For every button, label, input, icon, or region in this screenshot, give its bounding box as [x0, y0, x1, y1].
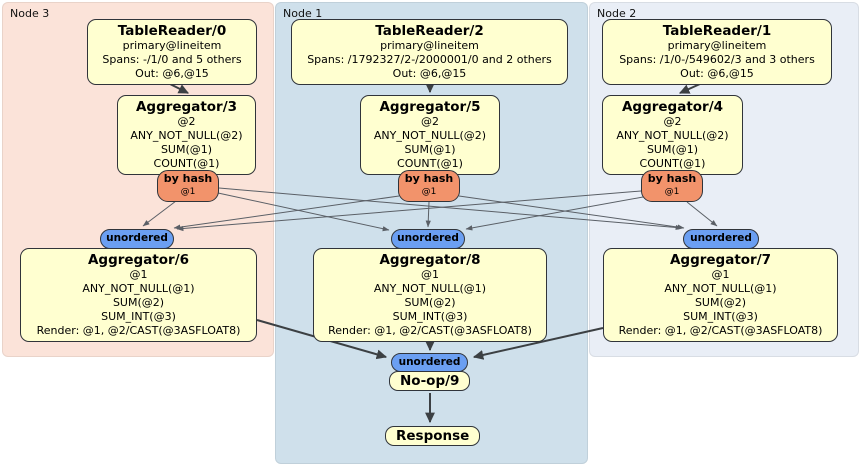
processor-detail: SUM_INT(@3): [392, 310, 468, 323]
processor-detail: ANY_NOT_NULL(@2): [130, 129, 243, 142]
processor-tablereader-0: TableReader/0 primary@lineitem Spans: -/…: [87, 19, 257, 85]
router-by-hash-3: by hash @1: [157, 170, 219, 202]
router-label: by hash: [647, 172, 697, 185]
region-label-node-2: Node 2: [597, 7, 637, 20]
processor-detail: @1: [421, 268, 439, 281]
processor-title: Response: [396, 428, 470, 444]
processor-detail: primary@lineitem: [122, 39, 222, 52]
processor-detail: COUNT(@1): [153, 157, 220, 170]
processor-detail: primary@lineitem: [380, 39, 479, 52]
router-hash-key: @1: [664, 187, 680, 197]
response-node: Response: [385, 426, 481, 446]
sync-unordered-7: unordered: [683, 229, 759, 249]
processor-title: Aggregator/3: [135, 99, 238, 115]
processor-aggregator-5: Aggregator/5 @2 ANY_NOT_NULL(@2) SUM(@1)…: [360, 95, 500, 175]
processor-title: Aggregator/6: [87, 252, 190, 268]
processor-aggregator-8: Aggregator/8 @1 ANY_NOT_NULL(@1) SUM(@2)…: [313, 248, 547, 342]
processor-title: Aggregator/7: [669, 252, 772, 268]
router-label: by hash: [163, 172, 213, 185]
processor-detail: ANY_NOT_NULL(@2): [373, 129, 487, 142]
processor-detail: SUM_INT(@3): [101, 310, 176, 323]
processor-detail: SUM(@2): [112, 296, 165, 309]
processor-title: Aggregator/5: [379, 99, 481, 115]
router-label: by hash: [404, 172, 454, 185]
processor-detail: Out: @6,@15: [680, 67, 754, 80]
processor-detail: SUM(@2): [694, 296, 747, 309]
processor-detail: Render: @1, @2/CAST(@3ASFLOAT8): [618, 324, 823, 337]
processor-detail: Out: @6,@15: [392, 67, 467, 80]
processor-detail: COUNT(@1): [397, 157, 463, 170]
processor-detail: ANY_NOT_NULL(@1): [664, 282, 777, 295]
router-by-hash-5: by hash @1: [398, 170, 460, 202]
processor-detail: SUM(@1): [646, 143, 699, 156]
processor-detail: @1: [711, 268, 730, 281]
router-hash-key: @1: [421, 187, 437, 197]
processor-detail: SUM_INT(@3): [683, 310, 758, 323]
processor-title: Aggregator/8: [379, 252, 481, 268]
processor-detail: SUM(@1): [404, 143, 456, 156]
processor-detail: ANY_NOT_NULL(@1): [373, 282, 487, 295]
region-label-node-3: Node 3: [10, 7, 50, 20]
processor-detail: @2: [177, 115, 196, 128]
processor-title: No-op/9: [400, 373, 460, 389]
processor-title: Aggregator/4: [621, 99, 724, 115]
processor-aggregator-7: Aggregator/7 @1 ANY_NOT_NULL(@1) SUM(@2)…: [603, 248, 838, 342]
processor-detail: Out: @6,@15: [135, 67, 209, 80]
router-hash-key: @1: [180, 187, 196, 197]
processor-detail: Render: @1, @2/CAST(@3ASFLOAT8): [328, 324, 532, 337]
processor-aggregator-4: Aggregator/4 @2 ANY_NOT_NULL(@2) SUM(@1)…: [602, 95, 743, 175]
processor-detail: Spans: -/1/0 and 5 others: [102, 53, 242, 66]
processor-detail: SUM(@2): [404, 296, 456, 309]
processor-title: TableReader/0: [117, 23, 227, 39]
processor-aggregator-6: Aggregator/6 @1 ANY_NOT_NULL(@1) SUM(@2)…: [20, 248, 257, 342]
processor-aggregator-3: Aggregator/3 @2 ANY_NOT_NULL(@2) SUM(@1)…: [117, 95, 256, 175]
sync-unordered-6: unordered: [100, 229, 174, 249]
processor-detail: COUNT(@1): [639, 157, 706, 170]
sync-unordered-8: unordered: [391, 229, 465, 249]
processor-tablereader-2: TableReader/2 primary@lineitem Spans: /1…: [291, 19, 568, 85]
processor-detail: @2: [421, 115, 439, 128]
processor-title: TableReader/1: [662, 23, 772, 39]
processor-detail: SUM(@1): [160, 143, 213, 156]
router-by-hash-4: by hash @1: [641, 170, 703, 202]
processor-noop-9: No-op/9: [389, 371, 471, 391]
processor-detail: @1: [129, 268, 148, 281]
region-label-node-1: Node 1: [283, 7, 323, 20]
processor-detail: ANY_NOT_NULL(@1): [82, 282, 195, 295]
processor-title: TableReader/2: [375, 23, 484, 39]
processor-detail: Render: @1, @2/CAST(@3ASFLOAT8): [36, 324, 241, 337]
processor-detail: @2: [663, 115, 682, 128]
processor-detail: ANY_NOT_NULL(@2): [616, 129, 729, 142]
processor-detail: Spans: /1792327/2-/2000001/0 and 2 other…: [307, 53, 552, 66]
processor-detail: Spans: /1/0-/549602/3 and 3 others: [619, 53, 815, 66]
processor-tablereader-1: TableReader/1 primary@lineitem Spans: /1…: [602, 19, 832, 85]
processor-detail: primary@lineitem: [667, 39, 767, 52]
sync-unordered-9: unordered: [391, 353, 468, 372]
